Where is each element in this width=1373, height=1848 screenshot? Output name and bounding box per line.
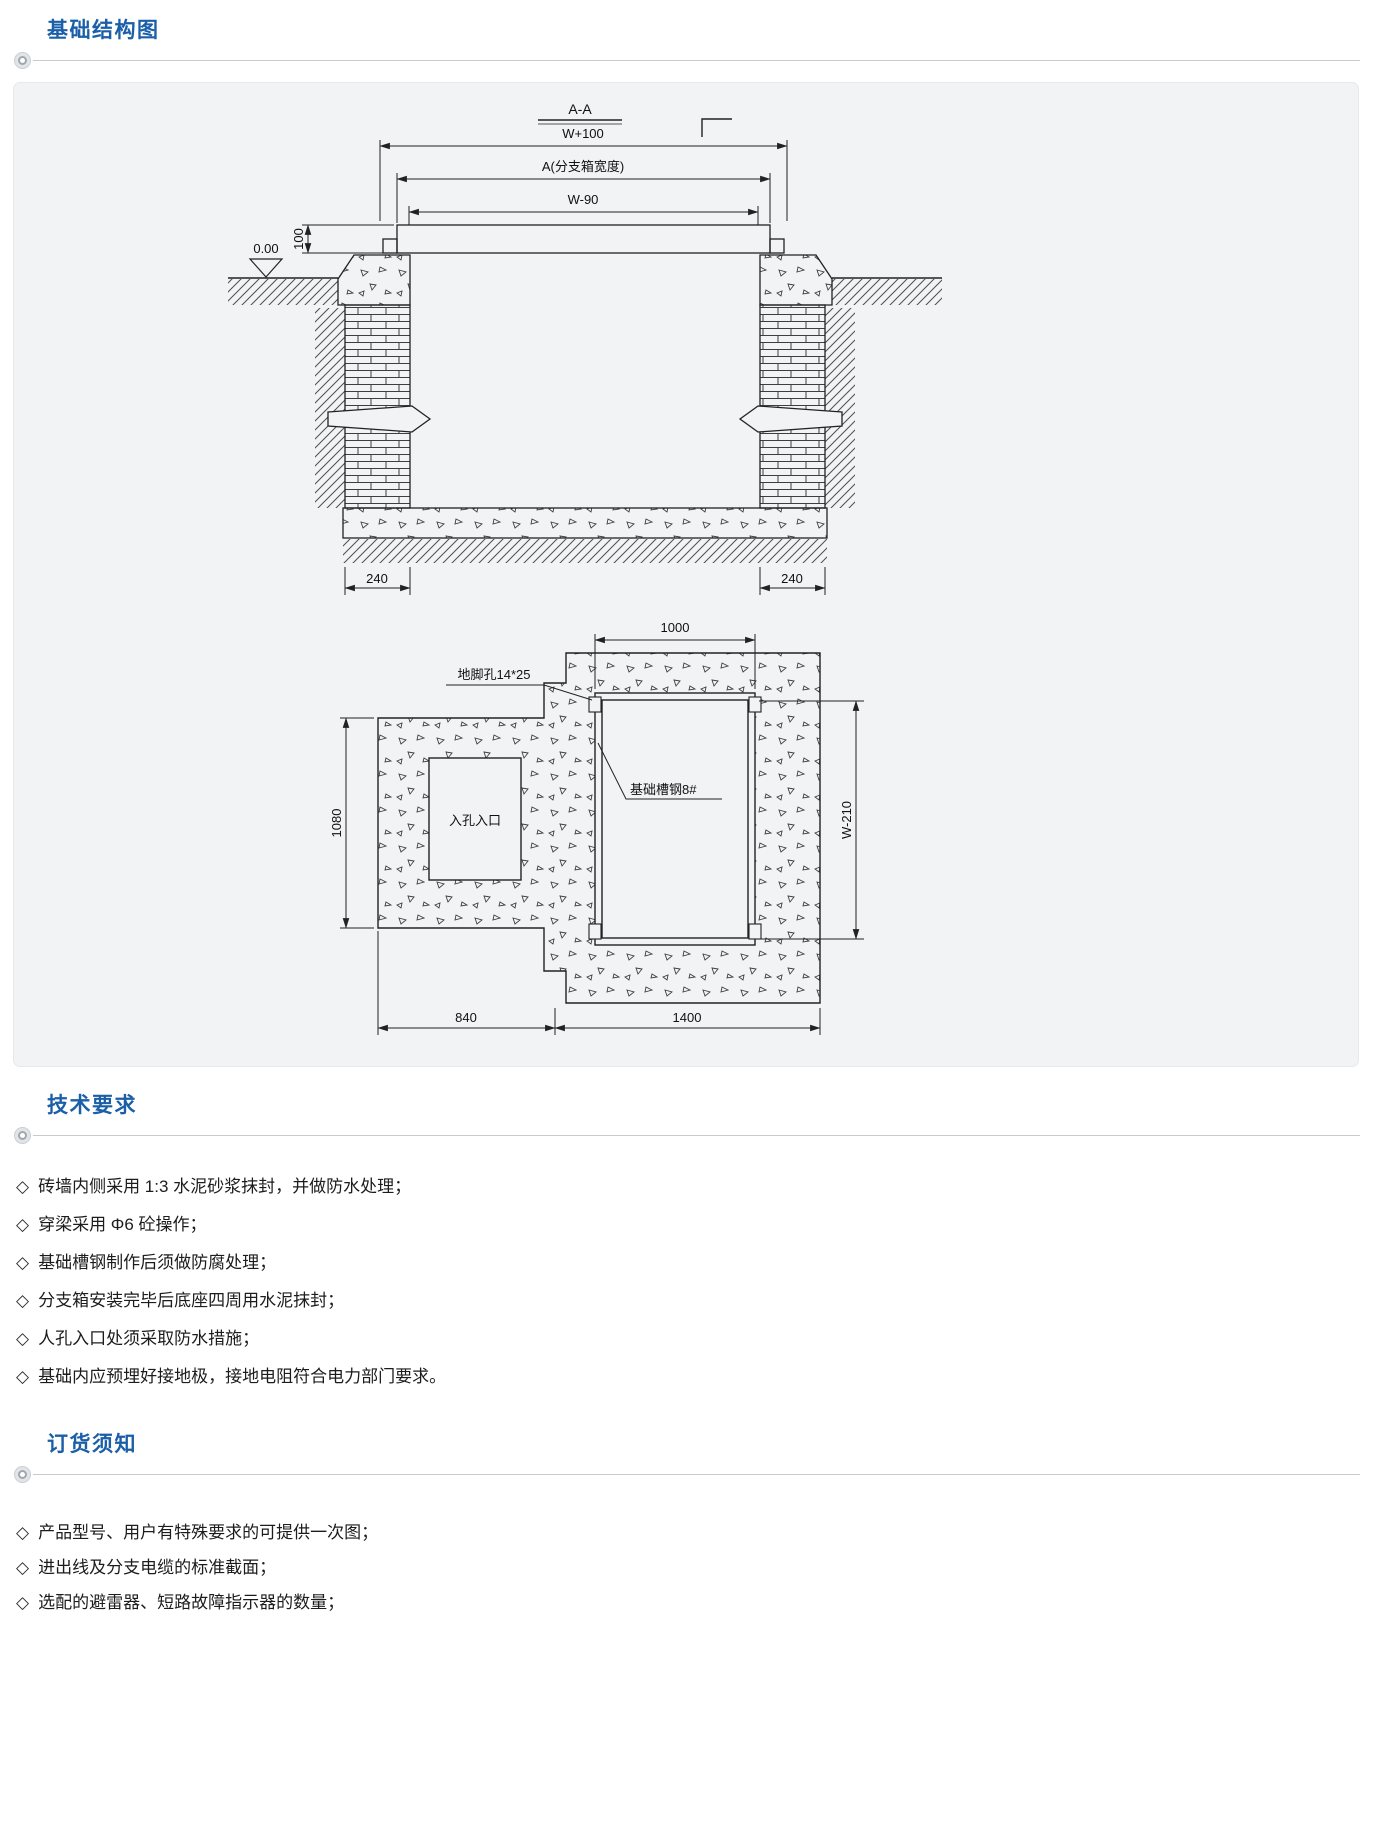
section-title-foundation: 基础结构图 [47,19,160,42]
anchor-label-leader [446,684,593,701]
earth-hatch-left [228,279,338,305]
dim-box-width: A(分支箱宽度) [542,159,624,174]
concrete-collar-left [337,254,411,306]
anchor-hole-label: 地脚孔14*25 [458,667,531,682]
diamond-bullet: ◇ [16,1291,30,1310]
diamond-bullet: ◇ [16,1558,30,1577]
anchor-plate-tr [748,696,762,713]
note-item: ◇ 进出线及分支电缆的标准截面； [16,1550,1357,1585]
ring-icon [18,55,27,65]
anchor-plate-bl [588,923,602,940]
note-item: ◇ 基础槽钢制作后须做防腐处理； [16,1244,1357,1282]
dim-w90: W-90 [568,192,599,207]
manhole-label: 入孔入口 [449,813,501,828]
note-item: ◇ 选配的避雷器、短路故障指示器的数量； [16,1585,1357,1620]
diamond-bullet: ◇ [16,1523,30,1542]
channel-frame-inner [601,699,749,939]
section-view-structure [228,224,942,563]
dim-240-right: 240 [781,571,803,586]
note-item: ◇ 砖墙内侧采用 1:3 水泥砂浆抹封，并做防水处理； [16,1168,1357,1206]
note-item: ◇ 基础内应预埋好接地极，接地电阻符合电力部门要求。 [16,1358,1357,1396]
dim-w210: W-210 [839,801,854,839]
dim-1080: 1080 [329,809,344,838]
earth-strip-left [315,308,345,508]
concrete-collar-right [759,254,833,306]
channel-frame-outer [594,692,756,946]
manhole-opening [428,757,522,881]
divider-line [33,59,1360,61]
plan-view-texts: 1000 地脚孔14*25 基础槽钢8# 入孔入口 1080 W-210 840… [329,620,854,1025]
through-beam-right [738,405,843,433]
earth-strip-right [825,308,855,508]
diamond-bullet: ◇ [16,1329,30,1348]
channel-steel-label: 基础槽钢8# [630,782,697,797]
note-item: ◇ 人孔入口处须采取防水措施； [16,1320,1357,1358]
section-view-title: A-A [568,101,592,117]
section-view-dimensions [302,118,826,595]
earth-hatch-right [832,279,942,305]
divider-line [33,1134,1360,1136]
section-header-ordering: 订货须知 [0,1432,1373,1483]
foundation-diagram-panel: A-A W+100 A(分支箱宽度) W-90 100 0.00 240 240 [13,82,1359,1067]
diamond-bullet: ◇ [16,1253,30,1272]
section-divider [13,1126,1360,1144]
note-text: 基础内应预埋好接地极，接地电阻符合电力部门要求。 [38,1367,447,1386]
section-title-technical: 技术要求 [47,1094,137,1117]
anchor-plate-tl [588,696,602,713]
dim-100: 100 [291,228,306,250]
note-text: 产品型号、用户有特殊要求的可提供一次图； [38,1523,379,1542]
channel-label-leader [597,742,722,800]
note-text: 砖墙内侧采用 1:3 水泥砂浆抹封，并做防水处理； [38,1177,412,1196]
note-item: ◇ 产品型号、用户有特殊要求的可提供一次图； [16,1515,1357,1550]
ring-icon [18,1469,27,1479]
section-header-technical: 技术要求 [0,1093,1373,1144]
plan-view-structure [377,652,821,1004]
note-item: ◇ 穿梁采用 Φ6 砼操作； [16,1206,1357,1244]
diamond-bullet: ◇ [16,1177,30,1196]
slab-tab-right [769,238,785,254]
note-text: 进出线及分支电缆的标准截面； [38,1558,277,1577]
note-text: 穿梁采用 Φ6 砼操作； [38,1215,207,1234]
section-title-ordering: 订货须知 [47,1433,137,1456]
diamond-bullet: ◇ [16,1215,30,1234]
section-cut-mark [701,118,732,137]
dim-840: 840 [455,1010,477,1025]
bottom-slab [342,507,828,539]
section-divider [13,51,1360,69]
ordering-notes-list: ◇ 产品型号、用户有特殊要求的可提供一次图； ◇ 进出线及分支电缆的标准截面； ◇ 选… [0,1515,1373,1620]
plan-view-dimensions [340,634,864,1035]
foundation-drawing: A-A W+100 A(分支箱宽度) W-90 100 0.00 240 240 [228,101,942,1035]
section-view-texts: A-A W+100 A(分支箱宽度) W-90 100 0.00 240 240 [253,101,803,586]
dim-240-left: 240 [366,571,388,586]
top-slab [396,224,771,254]
level-symbol [248,258,284,278]
section-divider [13,1465,1360,1483]
anchor-plate-br [748,923,762,940]
note-text: 分支箱安装完毕后底座四周用水泥抹封； [38,1291,345,1310]
dim-w100: W+100 [562,126,604,141]
note-text: 基础槽钢制作后须做防腐处理； [38,1253,277,1272]
note-text: 选配的避雷器、短路故障指示器的数量； [38,1593,345,1612]
catalog-page: 基础结构图 [0,0,1373,1620]
technical-notes-list: ◇ 砖墙内侧采用 1:3 水泥砂浆抹封，并做防水处理； ◇ 穿梁采用 Φ6 砼操作；… [0,1168,1373,1396]
dim-1000: 1000 [661,620,690,635]
note-item: ◇ 分支箱安装完毕后底座四周用水泥抹封； [16,1282,1357,1320]
earth-hatch-bottom [343,539,827,563]
level-text: 0.00 [253,241,278,256]
divider-line [33,1473,1360,1475]
diamond-bullet: ◇ [16,1367,30,1386]
slab-tab-left [382,238,398,254]
ring-icon [18,1130,27,1140]
through-beam-left [327,405,432,433]
section-header-foundation: 基础结构图 [0,0,1373,69]
dim-1400: 1400 [673,1010,702,1025]
diamond-bullet: ◇ [16,1593,30,1612]
note-text: 人孔入口处须采取防水措施； [38,1329,260,1348]
